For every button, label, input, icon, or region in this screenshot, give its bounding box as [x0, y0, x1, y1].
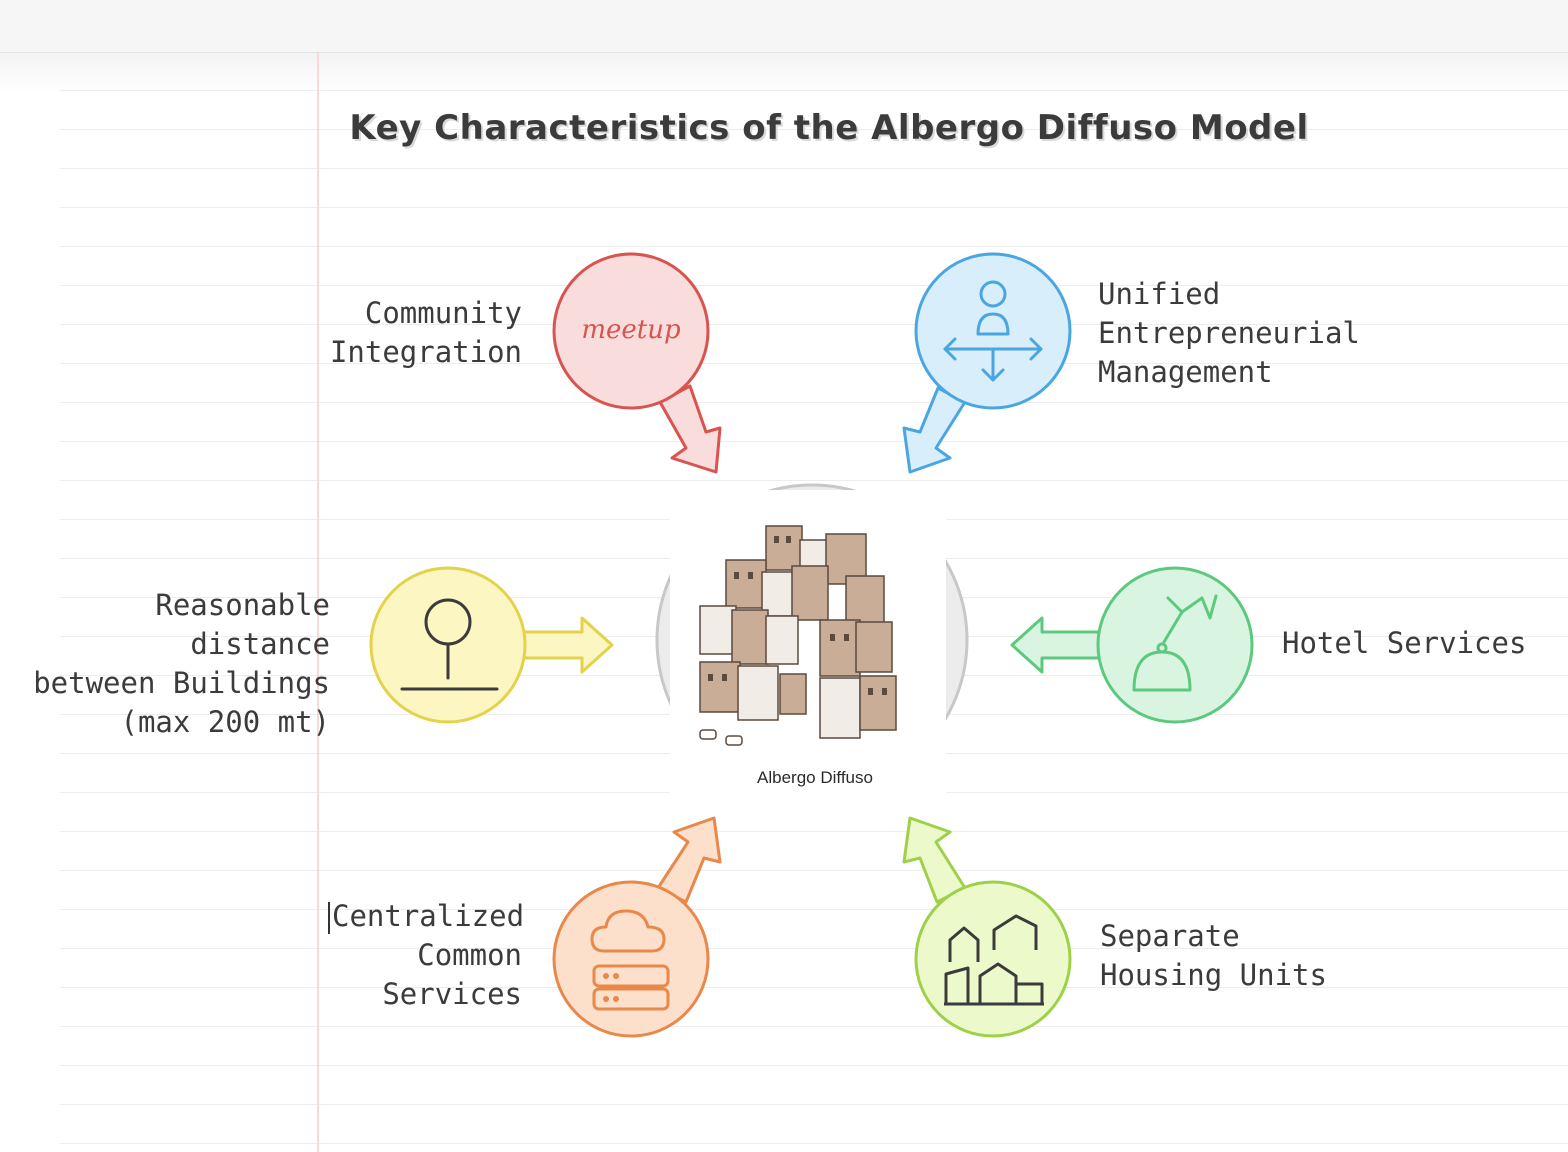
- village-sketch: [699, 525, 897, 746]
- community-node[interactable]: meetup: [552, 252, 722, 474]
- center-image: [670, 490, 946, 810]
- meetup-logo: meetup: [581, 315, 681, 345]
- diagram-title: Key Characteristics of the Albergo Diffu…: [349, 108, 1309, 148]
- text-cursor: [328, 902, 330, 934]
- common-arrow: [656, 816, 722, 904]
- distance-node[interactable]: [369, 566, 614, 724]
- distance-arrow: [518, 616, 614, 674]
- housing-arrow: [902, 816, 967, 904]
- hotel-circle: [1096, 566, 1254, 724]
- housing-circle: [914, 880, 1072, 1038]
- management-circle: [914, 252, 1072, 410]
- label-hotel: Hotel Services: [1282, 626, 1527, 660]
- label-community: Community Integration: [329, 296, 522, 369]
- housing-node[interactable]: [902, 816, 1072, 1038]
- management-arrow: [902, 386, 967, 474]
- person-arrows-icon: [943, 280, 1043, 382]
- label-distance: Reasonable distance between Buildings (m…: [33, 588, 330, 739]
- label-common: Centralized Common Services: [332, 899, 525, 1011]
- service-bell-icon: [1132, 594, 1218, 692]
- houses-icon: [944, 914, 1044, 1006]
- margin-line: [317, 52, 319, 1152]
- label-housing: Separate Housing Units: [1100, 919, 1327, 992]
- hotel-arrow: [1010, 616, 1106, 674]
- cloud-server-icon: [590, 909, 670, 1011]
- common-circle: [552, 880, 710, 1038]
- label-management: Unified Entrepreneurial Management: [1098, 277, 1360, 389]
- community-circle: [552, 252, 710, 410]
- pin-icon: [400, 598, 499, 691]
- hotel-node[interactable]: [1010, 566, 1254, 724]
- community-arrow: [658, 384, 722, 474]
- center-caption: Albergo Diffuso: [757, 768, 873, 787]
- management-node[interactable]: [902, 252, 1072, 474]
- common-node[interactable]: [552, 816, 722, 1038]
